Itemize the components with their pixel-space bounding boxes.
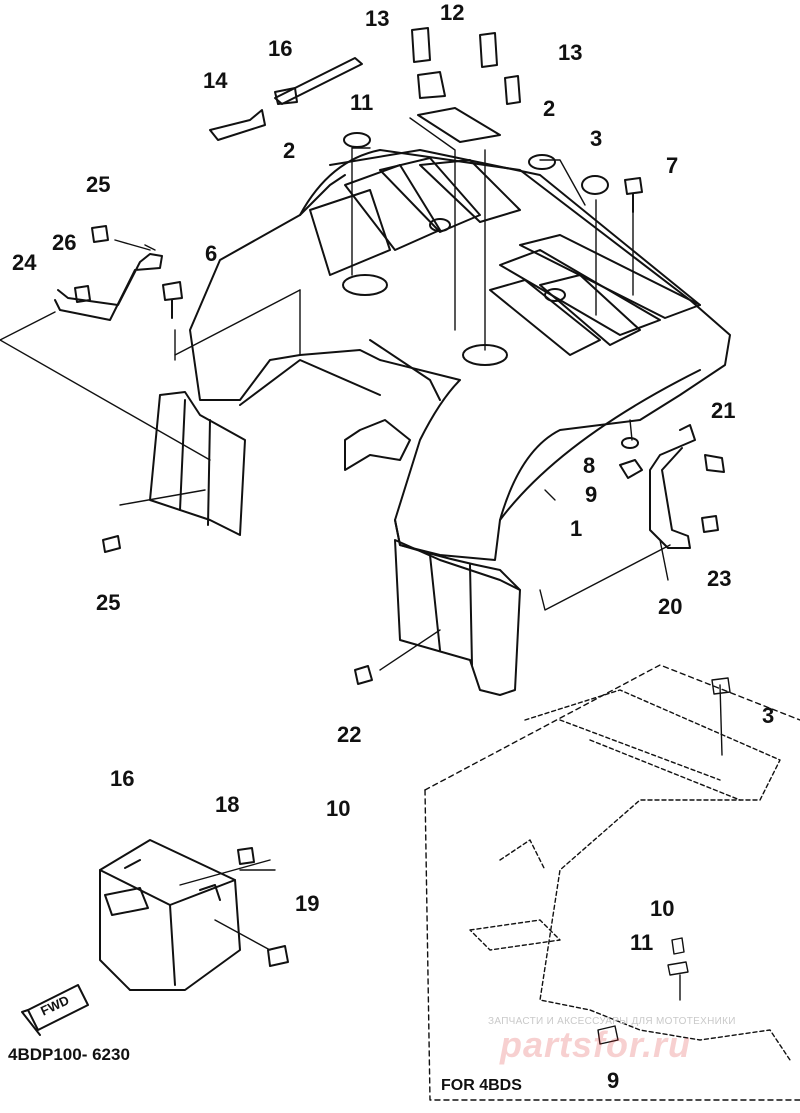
callout-10: 10 <box>326 796 351 821</box>
callout-13: 13 <box>365 6 390 31</box>
callout-17: 18 <box>215 792 240 817</box>
part-code: 4BDP100- 6230 <box>8 1045 130 1064</box>
callout-16: 16 <box>268 36 293 61</box>
callout-12: 12 <box>440 0 465 25</box>
small-parts <box>54 27 725 685</box>
variant-label: FOR 4BDS <box>441 1077 522 1094</box>
leader-lines <box>0 117 671 951</box>
callout-3: 3 <box>590 126 603 151</box>
callout-10-inset: 11 <box>630 930 654 955</box>
callout-2-right: 2 <box>543 96 556 121</box>
callout-24: 25 <box>86 172 111 197</box>
callout-3-inset: 3 <box>762 703 775 728</box>
callout-2-left: 2 <box>283 138 296 163</box>
fwd-arrow-icon <box>21 984 89 1036</box>
variant-inset <box>424 664 800 1101</box>
callout-23: 24 <box>12 250 37 275</box>
callout-1: 1 <box>570 516 583 541</box>
watermark-logo: partsfor.ru <box>500 1024 692 1065</box>
callout-11: 11 <box>350 90 374 115</box>
callout-21: 22 <box>337 722 362 747</box>
callout-8: 9 <box>607 1068 620 1093</box>
rear-fender <box>149 149 731 696</box>
callout-5: 7 <box>666 153 679 178</box>
callout-22: 23 <box>707 566 732 591</box>
callout-9: 10 <box>650 896 675 921</box>
tool-box <box>99 839 289 991</box>
callout-7: 9 <box>585 482 598 507</box>
callout-4: 6 <box>205 241 218 266</box>
callout-15: 16 <box>110 766 135 791</box>
callout-14: 14 <box>203 68 228 93</box>
callout-19: 20 <box>658 594 683 619</box>
callout-25: 25 <box>96 590 121 615</box>
callout-13-right: 13 <box>558 40 583 65</box>
watermark-caption: ЗАПЧАСТИ И АКСЕССУАРЫ ДЛЯ МОТОТЕХНИКИ <box>488 1016 736 1027</box>
callout-18: 19 <box>295 891 320 916</box>
callout-20: 21 <box>711 398 736 423</box>
callout-26: 26 <box>52 230 77 255</box>
callout-6: 8 <box>583 453 596 478</box>
